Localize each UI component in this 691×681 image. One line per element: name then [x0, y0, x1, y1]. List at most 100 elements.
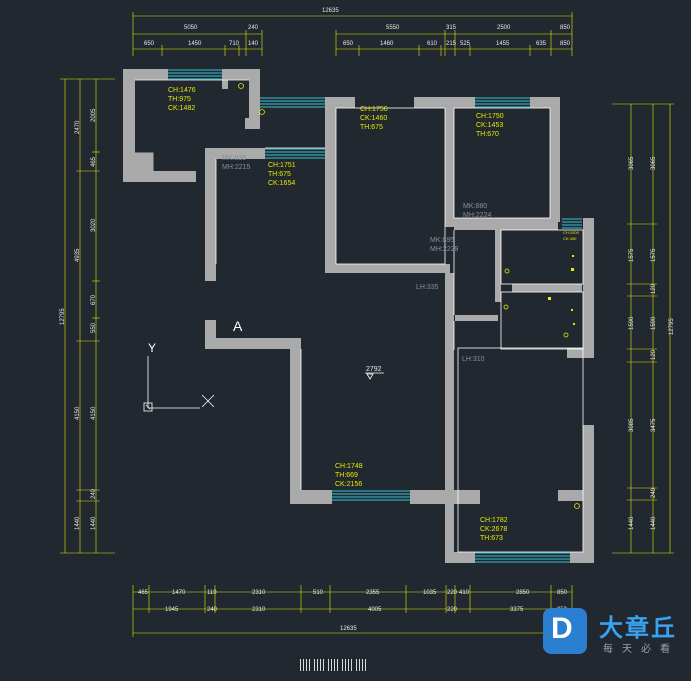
dim-left-in-8: 1440	[91, 516, 97, 530]
dim-left-1: 2470	[75, 120, 81, 134]
door-label-2: MK:880 MH:2224	[463, 203, 492, 219]
dim-right-3: 1590	[629, 316, 635, 330]
dim-left-in-4: 670	[91, 294, 97, 305]
label-room2-ch: CH:1756	[360, 106, 388, 113]
dim-top-1: 5050	[184, 25, 198, 31]
dim-bot2-1: 1945	[165, 607, 179, 613]
ucs-axis-icon: Y	[143, 341, 215, 412]
tiny-label-ck: CK:450	[563, 236, 577, 241]
scale-bar	[342, 659, 354, 671]
dim-right-1: 3065	[629, 156, 635, 170]
dim-bot-7: 1035	[423, 590, 437, 596]
dim-right-in-5: 120	[651, 349, 657, 360]
label-room2-th: TH:675	[360, 124, 383, 131]
door-1-mk: MK:835	[222, 155, 246, 162]
door-2-mh: MH:2224	[463, 212, 492, 219]
dim-left-in-1: 2005	[91, 108, 97, 122]
label-room6-ch: CH:1782	[480, 517, 508, 524]
walls	[123, 69, 594, 563]
dim-top2-6: 1460	[380, 41, 394, 47]
dim-top-6: 850	[560, 25, 571, 31]
label-room3-th: TH:670	[476, 131, 499, 138]
overall-width-bottom: 12635	[340, 626, 357, 632]
dim-bot-8: 220	[447, 590, 458, 596]
windows	[168, 69, 582, 563]
label-room5: CH:1748 TH:669 CK:2156	[335, 463, 363, 488]
dim-top2-12: 850	[560, 41, 571, 47]
dim-top2-5: 650	[343, 41, 354, 47]
logo-subtitle: 每天必看	[603, 644, 679, 655]
door-2-mk: MK:880	[463, 203, 487, 210]
label-room6: CH:1782 CK:2678 TH:673	[480, 517, 508, 542]
door-3-mh: MH:2229	[430, 246, 459, 253]
dim-right-5: 1440	[629, 516, 635, 530]
inner-lines	[135, 79, 584, 553]
fixtures	[238, 83, 580, 509]
room-marker: A	[233, 318, 243, 334]
scale-bar	[300, 659, 312, 671]
dim-top2-10: 1455	[496, 41, 510, 47]
dim-right-in-3: 120	[651, 283, 657, 294]
door-1-mh: MH:2215	[222, 164, 251, 171]
scale-bar	[328, 659, 340, 671]
dim-bot-3: 110	[207, 590, 217, 596]
label-room3-ck: CK:1453	[476, 122, 503, 129]
label-room1-ch: CH:1476	[168, 87, 196, 94]
door-3-mk: MK:895	[430, 237, 454, 244]
dim-right-in-6: 3475	[651, 418, 657, 432]
dim-top-4: 315	[446, 25, 457, 31]
dim-bot2-5: 220	[447, 607, 458, 613]
dim-left-in-6: 4150	[91, 406, 97, 420]
right-dimensions: 3065 1575 1590 3085 1440 3065 1575 120 1…	[612, 103, 675, 554]
logo-letter: D	[551, 612, 573, 645]
level-marker: 2792	[365, 366, 384, 380]
dim-right-in-7: 240	[651, 487, 657, 498]
level-text: 2792	[366, 366, 382, 373]
axis-y-label: Y	[148, 341, 156, 355]
label-room4: CH:1751 TH:675 CK:1654	[268, 162, 296, 187]
dim-right-in-8: 1440	[651, 516, 657, 530]
dim-left-4: 1440	[75, 516, 81, 530]
dim-top2-3: 710	[229, 41, 240, 47]
dim-left-2: 4935	[75, 248, 81, 262]
dim-bot2-6: 3375	[510, 607, 524, 613]
dim-left-3: 4150	[75, 406, 81, 420]
tiny-label-ch: CH:1000	[563, 230, 580, 235]
dim-bot-5: 510	[313, 590, 324, 596]
bottom-dimensions: 465 1470 110 2310 510 2355 1035 220 410 …	[132, 585, 573, 637]
scale-bar	[356, 659, 368, 671]
left-dimensions: 12795 2470 4935 4150 1440 2005 465 3020 …	[60, 78, 115, 554]
logo-title: 大章丘	[599, 614, 677, 642]
watermark-logo: D 大章丘 每天必看	[541, 606, 691, 662]
label-room5-th: TH:669	[335, 472, 358, 479]
dim-top2-1: 650	[144, 41, 155, 47]
dim-top2-2: 1450	[188, 41, 202, 47]
dim-left-in-5: 550	[91, 322, 97, 333]
door-label-1: MK:835 MH:2215	[222, 155, 251, 171]
dim-bot-10: 2850	[516, 590, 530, 596]
dim-right-4: 3085	[629, 418, 635, 432]
dim-bot2-4: 4005	[368, 607, 382, 613]
label-room3: CH:1750 CK:1453 TH:670	[476, 113, 504, 138]
dim-top2-4: 140	[248, 41, 259, 47]
dim-bot-9: 410	[459, 590, 470, 596]
lh-label-1: LH:335	[416, 284, 439, 291]
dim-top-3: 5550	[386, 25, 400, 31]
label-room3-ch: CH:1750	[476, 113, 504, 120]
overall-width-top: 12635	[322, 8, 339, 14]
dim-top2-11: 635	[536, 41, 547, 47]
dim-right-in-1: 3065	[651, 156, 657, 170]
label-room4-ck: CK:1654	[268, 180, 295, 187]
dim-top2-7: 610	[427, 41, 438, 47]
door-label-3: MK:895 MH:2229	[430, 237, 459, 253]
dim-bot-6: 2355	[366, 590, 380, 596]
top-dimensions: 12635 5050 240 5550 315 2500 850 650 145…	[132, 8, 573, 56]
dim-bot-4: 2310	[252, 590, 266, 596]
dim-bot2-2: 240	[207, 607, 218, 613]
label-room5-ch: CH:1748	[335, 463, 363, 470]
label-room4-th: TH:675	[268, 171, 291, 178]
dim-bot-2: 1470	[172, 590, 186, 596]
label-room6-th: TH:673	[480, 535, 503, 542]
dim-bot-11: 850	[557, 590, 568, 596]
